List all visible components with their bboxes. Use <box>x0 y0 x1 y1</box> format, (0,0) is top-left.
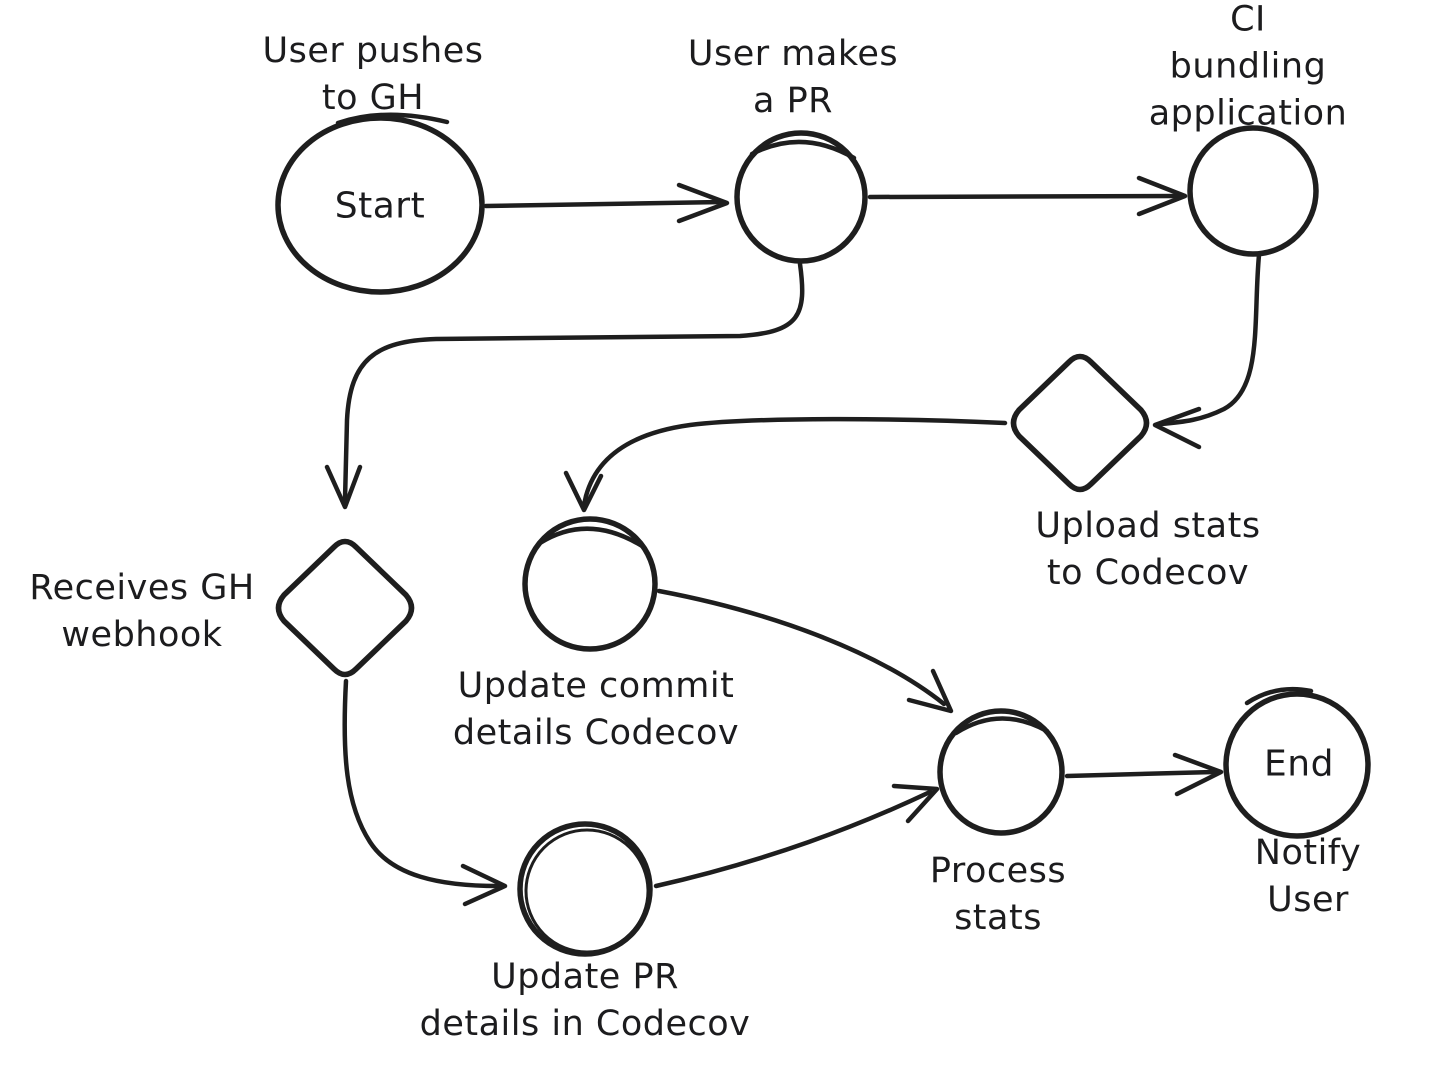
edge-ci-to-upload-line <box>1157 252 1262 427</box>
edge-webhook-to-update-pr-line <box>342 678 501 889</box>
node-ci-bundling <box>1187 125 1319 257</box>
node-user-makes-pr <box>734 130 868 264</box>
edge-start-to-pr-arrowhead <box>676 182 730 224</box>
edge-pr-to-webhook-line <box>342 261 805 503</box>
edge-webhook-to-update-pr <box>342 678 508 907</box>
process-stats-sketch-overlap <box>953 716 1050 736</box>
edge-ci-to-upload <box>1152 252 1262 450</box>
update-commit-sketch-overlap <box>537 526 645 549</box>
end-circle <box>1223 691 1371 839</box>
edge-update-pr-to-process-arrowhead <box>891 783 940 824</box>
node-update-commit <box>522 516 658 652</box>
edge-pr-to-webhook-arrowhead <box>324 464 363 510</box>
label-end: End <box>1264 743 1334 785</box>
node-upload-stats <box>1010 353 1150 493</box>
caption-upload-stats: Upload stats to Codecov <box>1035 506 1261 593</box>
ci-bundling-circle <box>1187 125 1319 257</box>
update-commit-circle <box>522 516 658 652</box>
start-sketch-overlap <box>335 112 450 126</box>
edge-upload-to-update-commit-line <box>581 416 1008 508</box>
process-stats-circle <box>937 708 1065 836</box>
edge-start-to-pr <box>483 182 730 224</box>
edge-upload-to-update-commit <box>563 416 1008 513</box>
edge-update-pr-to-process-line <box>653 789 933 889</box>
update-pr-circle <box>517 821 653 957</box>
label-start: Start <box>334 185 426 227</box>
upload-stats-diamond <box>1010 353 1150 493</box>
caption-ci-bundling: CI bundling application <box>1148 0 1348 134</box>
edge-update-commit-to-process <box>656 588 954 714</box>
user-makes-pr-circle <box>734 130 868 264</box>
edge-update-commit-to-process-line <box>656 588 947 707</box>
end-sketch-overlap <box>1244 686 1314 706</box>
edge-process-to-end <box>1064 752 1224 797</box>
edge-upload-to-update-commit-arrowhead <box>563 470 604 513</box>
node-update-pr <box>517 821 653 957</box>
caption-receives-webhook: Receives GH webhook <box>29 568 255 655</box>
receives-webhook-diamond <box>275 538 415 678</box>
start-ellipse <box>275 115 485 295</box>
edge-pr-to-ci-arrowhead <box>1136 175 1188 217</box>
caption-process-stats: Process stats <box>929 851 1067 938</box>
caption-update-pr: Update PR details in Codecov <box>419 957 751 1044</box>
edge-pr-to-ci-line <box>867 193 1181 200</box>
caption-notify-user: Notify User <box>1254 833 1362 920</box>
edge-update-pr-to-process <box>653 783 940 889</box>
edge-process-to-end-line <box>1064 769 1217 779</box>
node-receives-webhook <box>275 538 415 678</box>
edge-ci-to-upload-arrowhead <box>1152 406 1202 450</box>
edge-webhook-to-update-pr-arrowhead <box>460 863 508 907</box>
caption-user-makes-pr: User makes a PR <box>687 34 899 121</box>
edge-process-to-end-arrowhead <box>1172 752 1224 797</box>
edge-pr-to-webhook <box>324 261 805 510</box>
caption-user-pushes-to-gh: User pushes to GH <box>262 31 484 118</box>
edge-start-to-pr-line <box>483 199 725 209</box>
caption-update-commit: Update commit details Codecov <box>452 666 740 753</box>
user-makes-pr-sketch-overlap <box>749 139 857 161</box>
node-start <box>275 112 485 295</box>
node-process-stats <box>937 708 1065 836</box>
edge-pr-to-ci <box>867 175 1188 217</box>
edge-update-commit-to-process-arrowhead <box>906 668 954 714</box>
update-pr-sketch-overlap <box>524 828 650 954</box>
node-end <box>1223 686 1371 839</box>
